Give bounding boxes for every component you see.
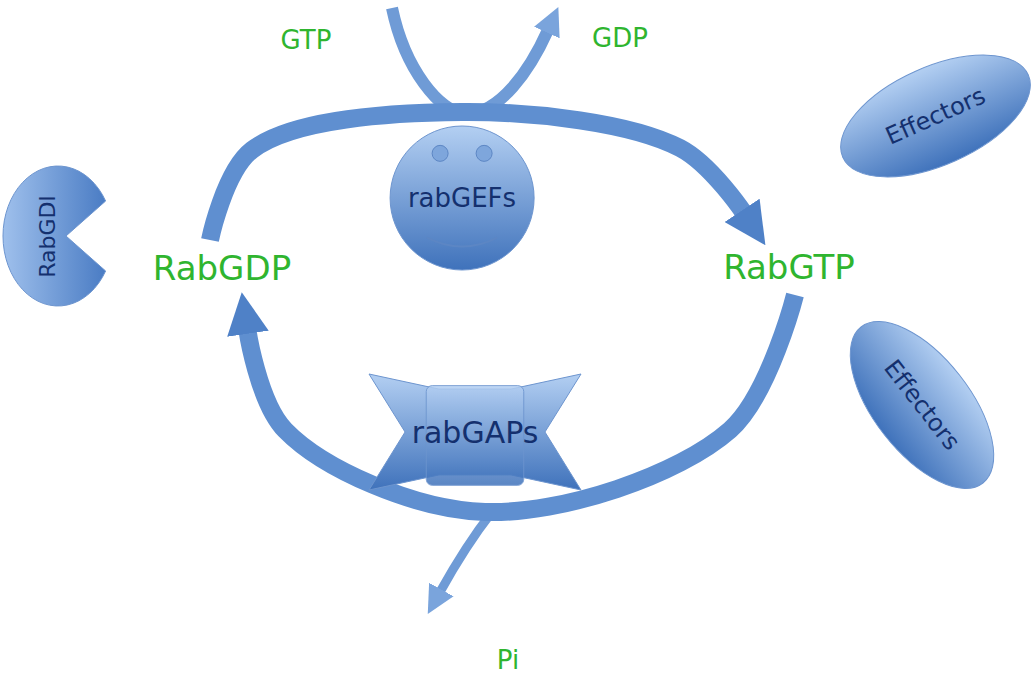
state-label: RabGDP [147,244,297,292]
gef-circle: rabGEFs [388,125,536,271]
face-circle [390,126,534,270]
node-text: rabGAPs [412,415,539,450]
state-text: RabGDP [153,248,291,288]
face-eye [432,145,448,161]
node-text: RabGDI [34,195,59,278]
ellipse-shape [822,30,1035,202]
phosphate-label: Pi [497,645,519,675]
nucleotide-label: GTP [281,25,332,55]
gap-bowtie: rabGAPs [369,374,581,490]
face-smile [427,238,497,247]
face-eye [476,145,492,161]
bowtie-shape [369,374,581,490]
nucleotide-label: GDP [592,23,648,53]
pacman-shape [3,166,106,306]
state-label: RabGTP [717,243,861,291]
effector-ellipse: Effectors [821,29,1035,204]
ellipse-shape [823,297,1021,512]
phosphate-arrow [440,512,492,592]
exchange-arrow [392,8,548,114]
node-text: rabGEFs [408,183,516,213]
state-text: RabGTP [723,247,855,287]
effector-ellipse: Effectors [822,296,1022,514]
cycle-arrow [247,295,795,512]
gdi-pacman: RabGDI [2,165,114,307]
